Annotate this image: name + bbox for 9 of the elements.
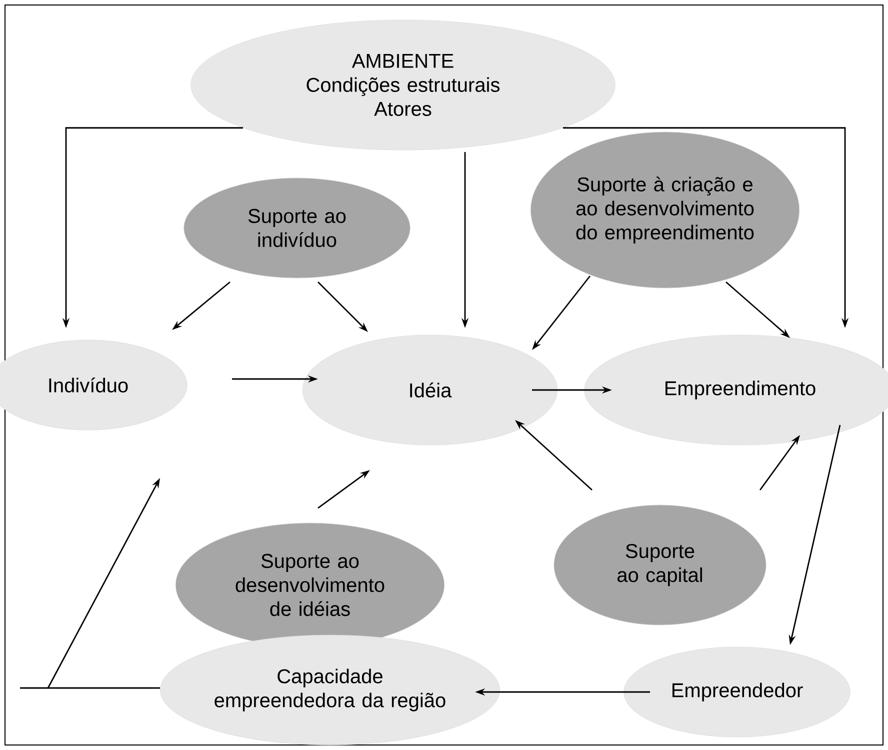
ellipse-node: Suporte ao indivíduo xyxy=(184,178,410,278)
ellipse-node: Suporte ao capital xyxy=(554,504,766,626)
ellipse-node: Suporte ao desenvolvimento de idéias xyxy=(175,522,445,648)
ellipse-node: Idéia xyxy=(302,334,558,446)
ellipse-node: Empreendedor xyxy=(624,646,850,738)
ellipse-node: Empreendimento xyxy=(584,334,888,446)
ellipse-node: Suporte à criação e ao desenvolvimento do empreendimento xyxy=(530,132,800,288)
ellipse-node: AMBIENTE Condições estruturais Atores xyxy=(190,20,616,150)
ellipse-node: Capacidade empreendedora da região xyxy=(160,634,500,746)
